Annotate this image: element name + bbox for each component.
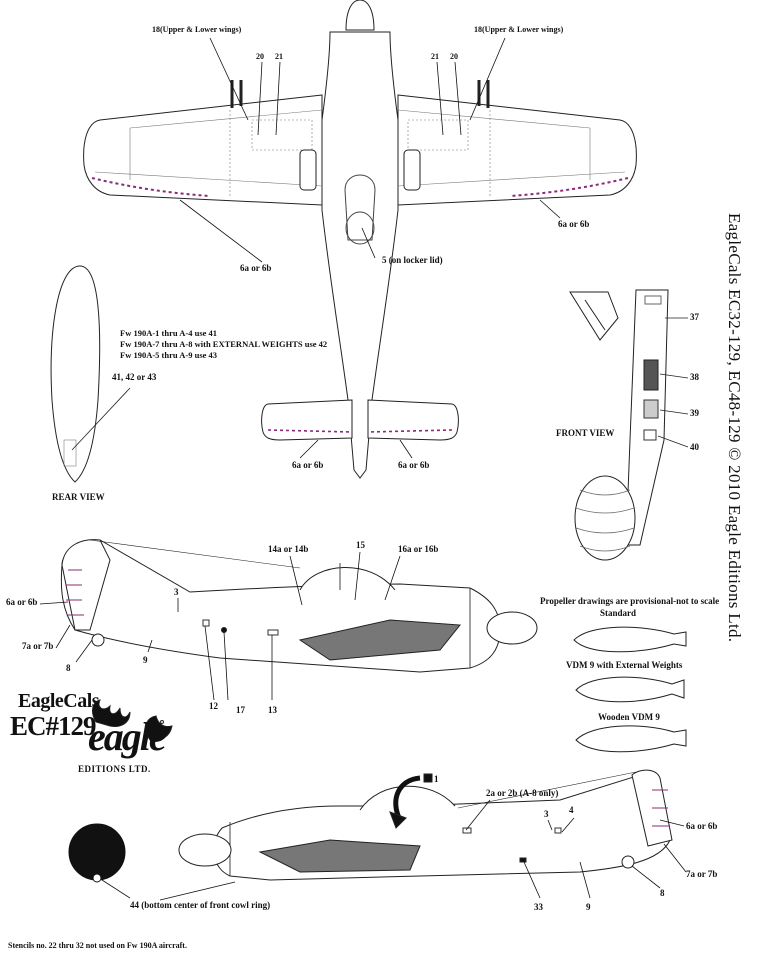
logo-code: EC#129 [10,711,97,741]
propeller-label-standard: Standard [600,608,637,618]
label-20-left: 20 [256,52,264,61]
label-6a-wing-right: 6a or 6b [558,219,590,229]
label-blade: 41, 42 or 43 [112,372,157,382]
label-6a-left-side: 6a or 6b [6,597,38,607]
label-37: 37 [690,312,699,322]
label-12: 12 [209,701,218,711]
logo-eaglecals: EagleCals [18,690,100,712]
left-side-leaders [39,551,401,701]
label-17: 17 [236,705,245,715]
rear-view-caption: REAR VIEW [52,492,105,502]
label-2: 2a or 2b (A-8 only) [486,788,559,798]
label-9-right: 9 [586,902,591,912]
label-14: 14a or 14b [268,544,309,554]
label-7a-right-side: 7a or 7b [686,869,718,879]
front-view-caption: FRONT VIEW [556,428,615,438]
label-44: 44 (bottom center of front cowl ring) [130,900,271,910]
rear-view-note-3: Fw 190A-5 thru A-9 use 43 [120,350,218,360]
label-3-left: 3 [174,587,179,597]
right-side-leaders [465,799,687,899]
right-side-aircraft [178,769,673,881]
logo-eagle-wordmark: eagle [88,714,167,759]
label-6a-right-side: 6a or 6b [686,821,718,831]
label-6a-tail-left: 6a or 6b [292,460,324,470]
plan-view-aircraft [83,0,637,479]
label-wings-left: 18(Upper & Lower wings) [152,25,242,34]
rear-view-blade [50,265,131,483]
propeller-label-vdm9-weights: VDM 9 with External Weights [566,660,683,670]
footer-note: Stencils no. 22 thru 32 not used on Fw 1… [8,941,187,950]
label-39: 39 [690,408,699,418]
label-5-locker: 5 (on locker lid) [382,255,443,265]
label-wings-right: 18(Upper & Lower wings) [474,25,564,34]
rear-view-note-1: Fw 190A-1 thru A-4 use 41 [120,328,218,338]
left-side-aircraft [60,539,538,673]
label-21-right: 21 [431,52,439,61]
label-4: 4 [569,805,574,815]
logo-editions: EDITIONS LTD. [78,764,151,774]
label-6a-tail-right: 6a or 6b [398,460,430,470]
label-16: 16a or 16b [398,544,439,554]
eagle-bird-icon [92,699,173,741]
label-1: 1 [434,774,439,784]
front-view-gear [569,289,689,561]
propeller-shapes [573,626,687,753]
propeller-note: Propeller drawings are provisional-not t… [540,596,720,606]
label-7a-left-side: 7a or 7b [22,641,54,651]
label-13: 13 [268,705,277,715]
label-6a-wing-left: 6a or 6b [240,263,272,273]
label-3-right: 3 [544,809,549,819]
label-33: 33 [534,902,543,912]
label-21-left: 21 [275,52,283,61]
spinner-decal [68,823,236,901]
label-9-left: 9 [143,655,148,665]
label-8-left: 8 [66,663,71,673]
label-20-right: 20 [450,52,458,61]
plan-view-leaders [179,37,561,459]
label-38: 38 [690,372,699,382]
rear-view-note-2: Fw 190A-7 thru A-8 with EXTERNAL WEIGHTS… [120,339,328,349]
label-15: 15 [356,540,365,550]
label-40: 40 [690,442,699,452]
label-8-right: 8 [660,888,665,898]
propeller-label-wooden-vdm9: Wooden VDM 9 [598,712,660,722]
